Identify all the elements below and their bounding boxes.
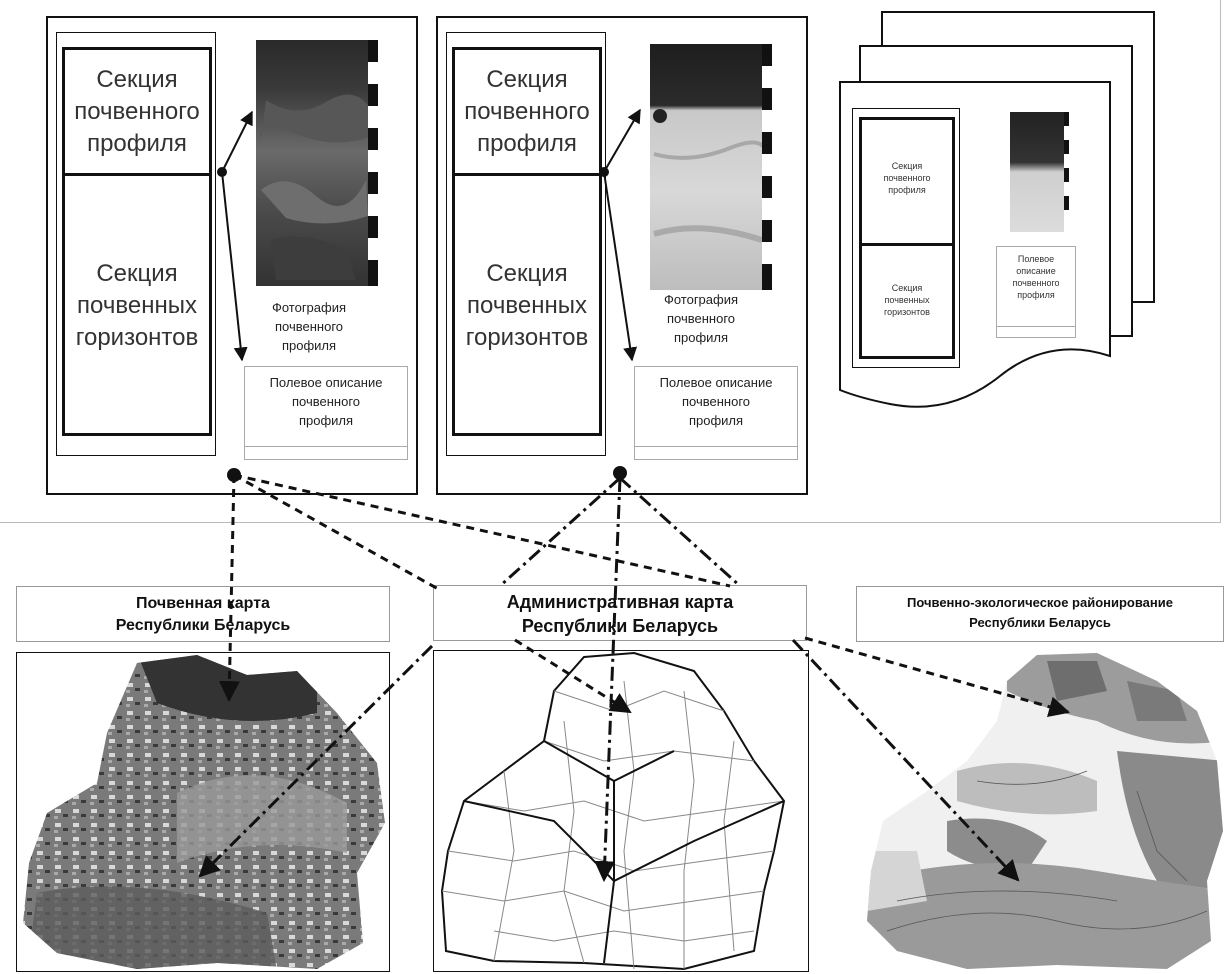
card-1-section-horizons-line-1: Секция xyxy=(96,260,178,287)
eco-map-title-line-1: Почвенно-экологическое районирование xyxy=(906,595,1173,610)
card-2-field-line-1: Полевое описание xyxy=(659,375,773,390)
card-2-field-line-2: почвенного xyxy=(681,394,751,409)
soil-map-title-line-1: Почвенная карта xyxy=(136,595,270,612)
mini-section-horizons-line-1: Секция xyxy=(891,283,923,293)
card-1-photo-caption: Фотография почвенного профиля xyxy=(244,298,374,355)
mini-field-description: Полевое описание почвенного профиля xyxy=(996,246,1076,338)
card-1-field-line-3: профиля xyxy=(298,413,354,428)
mini-soil-photo xyxy=(1010,112,1070,232)
card-1-section-profile: Секция почвенного профиля xyxy=(62,47,212,174)
admin-map-title-line-1: Административная карта xyxy=(506,592,734,612)
card-2-photo-caption-line-1: Фотография xyxy=(663,292,739,307)
card-1-section-profile-line-1: Секция xyxy=(96,66,178,93)
soil-map xyxy=(16,652,390,972)
mini-section-horizons-line-2: почвенных xyxy=(884,295,930,305)
card-2-section-horizons-line-1: Секция xyxy=(486,260,568,287)
card-1-photo-caption-line-3: профиля xyxy=(281,338,337,353)
card-2-photo-caption-line-3: профиля xyxy=(673,330,729,345)
card-1-section-horizons-line-3: горизонтов xyxy=(75,324,199,351)
eco-map-title: Почвенно-экологическое районирование Рес… xyxy=(856,586,1224,642)
card-1-section-profile-line-3: профиля xyxy=(87,130,187,157)
card-2-section-horizons: Секция почвенных горизонтов xyxy=(452,173,602,436)
soil-map-title-line-2: Республики Беларусь xyxy=(115,617,291,634)
mini-field-line-4: профиля xyxy=(1017,290,1055,300)
card-2-soil-photo xyxy=(650,44,780,290)
mini-section-profile-line-3: профиля xyxy=(888,185,926,195)
mini-section-profile-line-1: Секция xyxy=(891,161,923,171)
card-1-field-description: Полевое описание почвенного профиля xyxy=(244,366,408,460)
card-1-photo-caption-line-1: Фотография xyxy=(271,300,347,315)
card-2-field-description: Полевое описание почвенного профиля xyxy=(634,366,798,460)
mini-field-line-1: Полевое xyxy=(1017,254,1055,264)
card-2-section-profile-line-2: почвенного xyxy=(464,98,590,125)
profile-card-1: Секция почвенного профиля Секция почвенн… xyxy=(46,16,418,495)
mini-card: Секция почвенного профиля Секция почвенн… xyxy=(852,108,960,368)
card-1-section-horizons-line-2: почвенных xyxy=(77,292,197,319)
admin-map-title: Административная карта Республики Белару… xyxy=(433,585,807,641)
admin-map xyxy=(433,650,809,972)
card-2-section-profile-line-1: Секция xyxy=(486,66,568,93)
mini-section-profile-line-2: почвенного xyxy=(883,173,931,183)
card-1-field-line-2: почвенного xyxy=(291,394,361,409)
card-1-section-horizons: Секция почвенных горизонтов xyxy=(62,173,212,436)
mini-section-profile: Секция почвенного профиля xyxy=(859,117,955,245)
card-1-section-profile-line-2: почвенного xyxy=(74,98,200,125)
card-1-soil-photo xyxy=(256,40,386,286)
card-1-photo-caption-line-2: почвенного xyxy=(274,319,344,334)
card-2-section-profile: Секция почвенного профиля xyxy=(452,47,602,174)
card-2-photo-caption: Фотография почвенного профиля xyxy=(636,290,766,347)
mini-field-line-2: описание xyxy=(1016,266,1056,276)
mini-field-line-3: почвенного xyxy=(1012,278,1060,288)
soil-map-title: Почвенная карта Республики Беларусь xyxy=(16,586,390,642)
eco-map xyxy=(856,650,1226,972)
mini-section-horizons-line-3: горизонтов xyxy=(884,307,930,317)
card-1-field-line-1: Полевое описание xyxy=(269,375,383,390)
card-2-field-line-3: профиля xyxy=(688,413,744,428)
card-1-sections-outline xyxy=(56,32,216,456)
card-2-section-horizons-line-3: горизонтов xyxy=(465,324,589,351)
card-2-section-horizons-line-2: почвенных xyxy=(467,292,587,319)
card-2-photo-caption-line-2: почвенного xyxy=(666,311,736,326)
profile-card-2: Секция почвенного профиля Секция почвенн… xyxy=(436,16,808,495)
admin-map-title-line-2: Республики Беларусь xyxy=(521,616,719,636)
mini-section-horizons: Секция почвенных горизонтов xyxy=(859,243,955,359)
eco-map-title-line-2: Республики Беларусь xyxy=(969,615,1111,630)
card-2-section-profile-line-3: профиля xyxy=(477,130,577,157)
